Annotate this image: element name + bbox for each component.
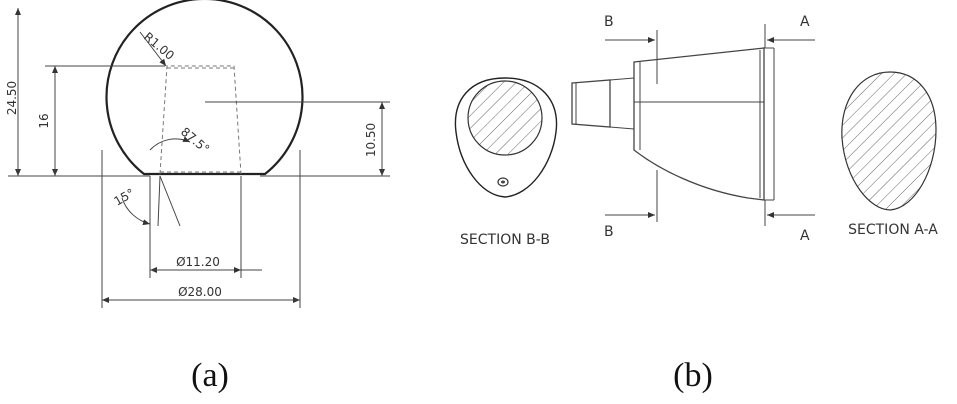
label-section-bb: SECTION B-B xyxy=(460,232,550,248)
caption-b: (b) xyxy=(673,357,713,394)
side-view-small-nozzle xyxy=(571,79,611,128)
dim-dia-outer: Ø28.00 xyxy=(178,285,222,299)
inner-bore-hidden-lines xyxy=(159,65,242,175)
panel-b-drawing: B B A A SECTION B-B SECTION A-A xyxy=(454,14,938,248)
dim-angle-main: 87.5° xyxy=(178,125,212,157)
section-bb-hatched-circle xyxy=(467,80,543,156)
label-a-bottom: A xyxy=(800,228,810,244)
dim-height-total: 24.50 xyxy=(5,81,19,115)
label-section-aa: SECTION A-A xyxy=(848,222,938,238)
dim-radius: R1.00 xyxy=(141,30,177,63)
label-a-top: A xyxy=(800,14,810,30)
dim-angle-bottom: 15° xyxy=(112,186,137,209)
label-b-bottom: B xyxy=(604,224,614,240)
sphere-outline xyxy=(105,0,304,176)
dim-height-right: 10.50 xyxy=(364,123,378,157)
side-view-body xyxy=(633,47,765,201)
dim-dia-inner: Ø11.20 xyxy=(176,255,220,269)
caption-a: (a) xyxy=(191,357,229,394)
dim-height-bore: 16 xyxy=(37,113,51,128)
section-bb-outline xyxy=(454,77,558,198)
label-b-top: B xyxy=(604,14,614,30)
panel-a-drawing: 24.50 16 10.50 R1.00 87.5° 15° Ø11.20 Ø2… xyxy=(5,0,390,308)
section-aa-hatched-shape xyxy=(841,71,937,211)
